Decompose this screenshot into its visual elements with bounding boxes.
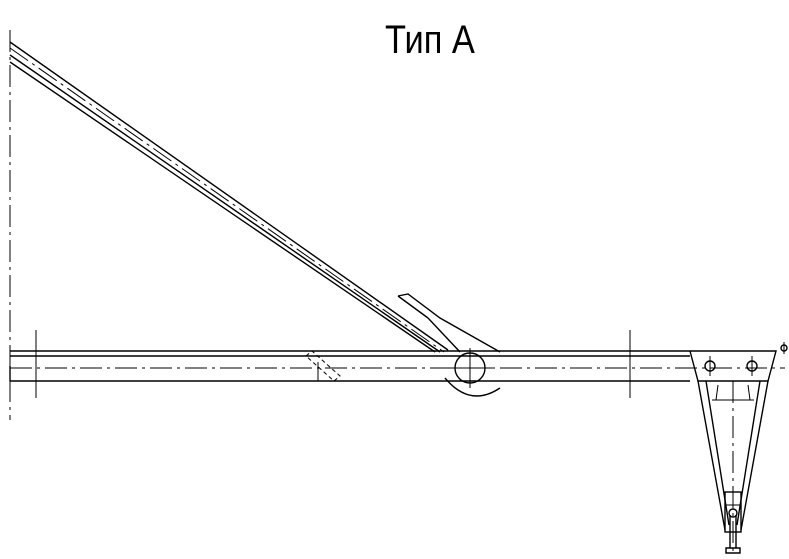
diagonal-brace (9, 41, 501, 353)
right-bracket (689, 342, 788, 382)
hanging-yoke (697, 380, 769, 554)
pivot-pin (444, 348, 501, 397)
drawing-title: Тип А (385, 18, 475, 62)
inclined-clip (305, 350, 341, 382)
horizontal-beam (9, 350, 785, 382)
